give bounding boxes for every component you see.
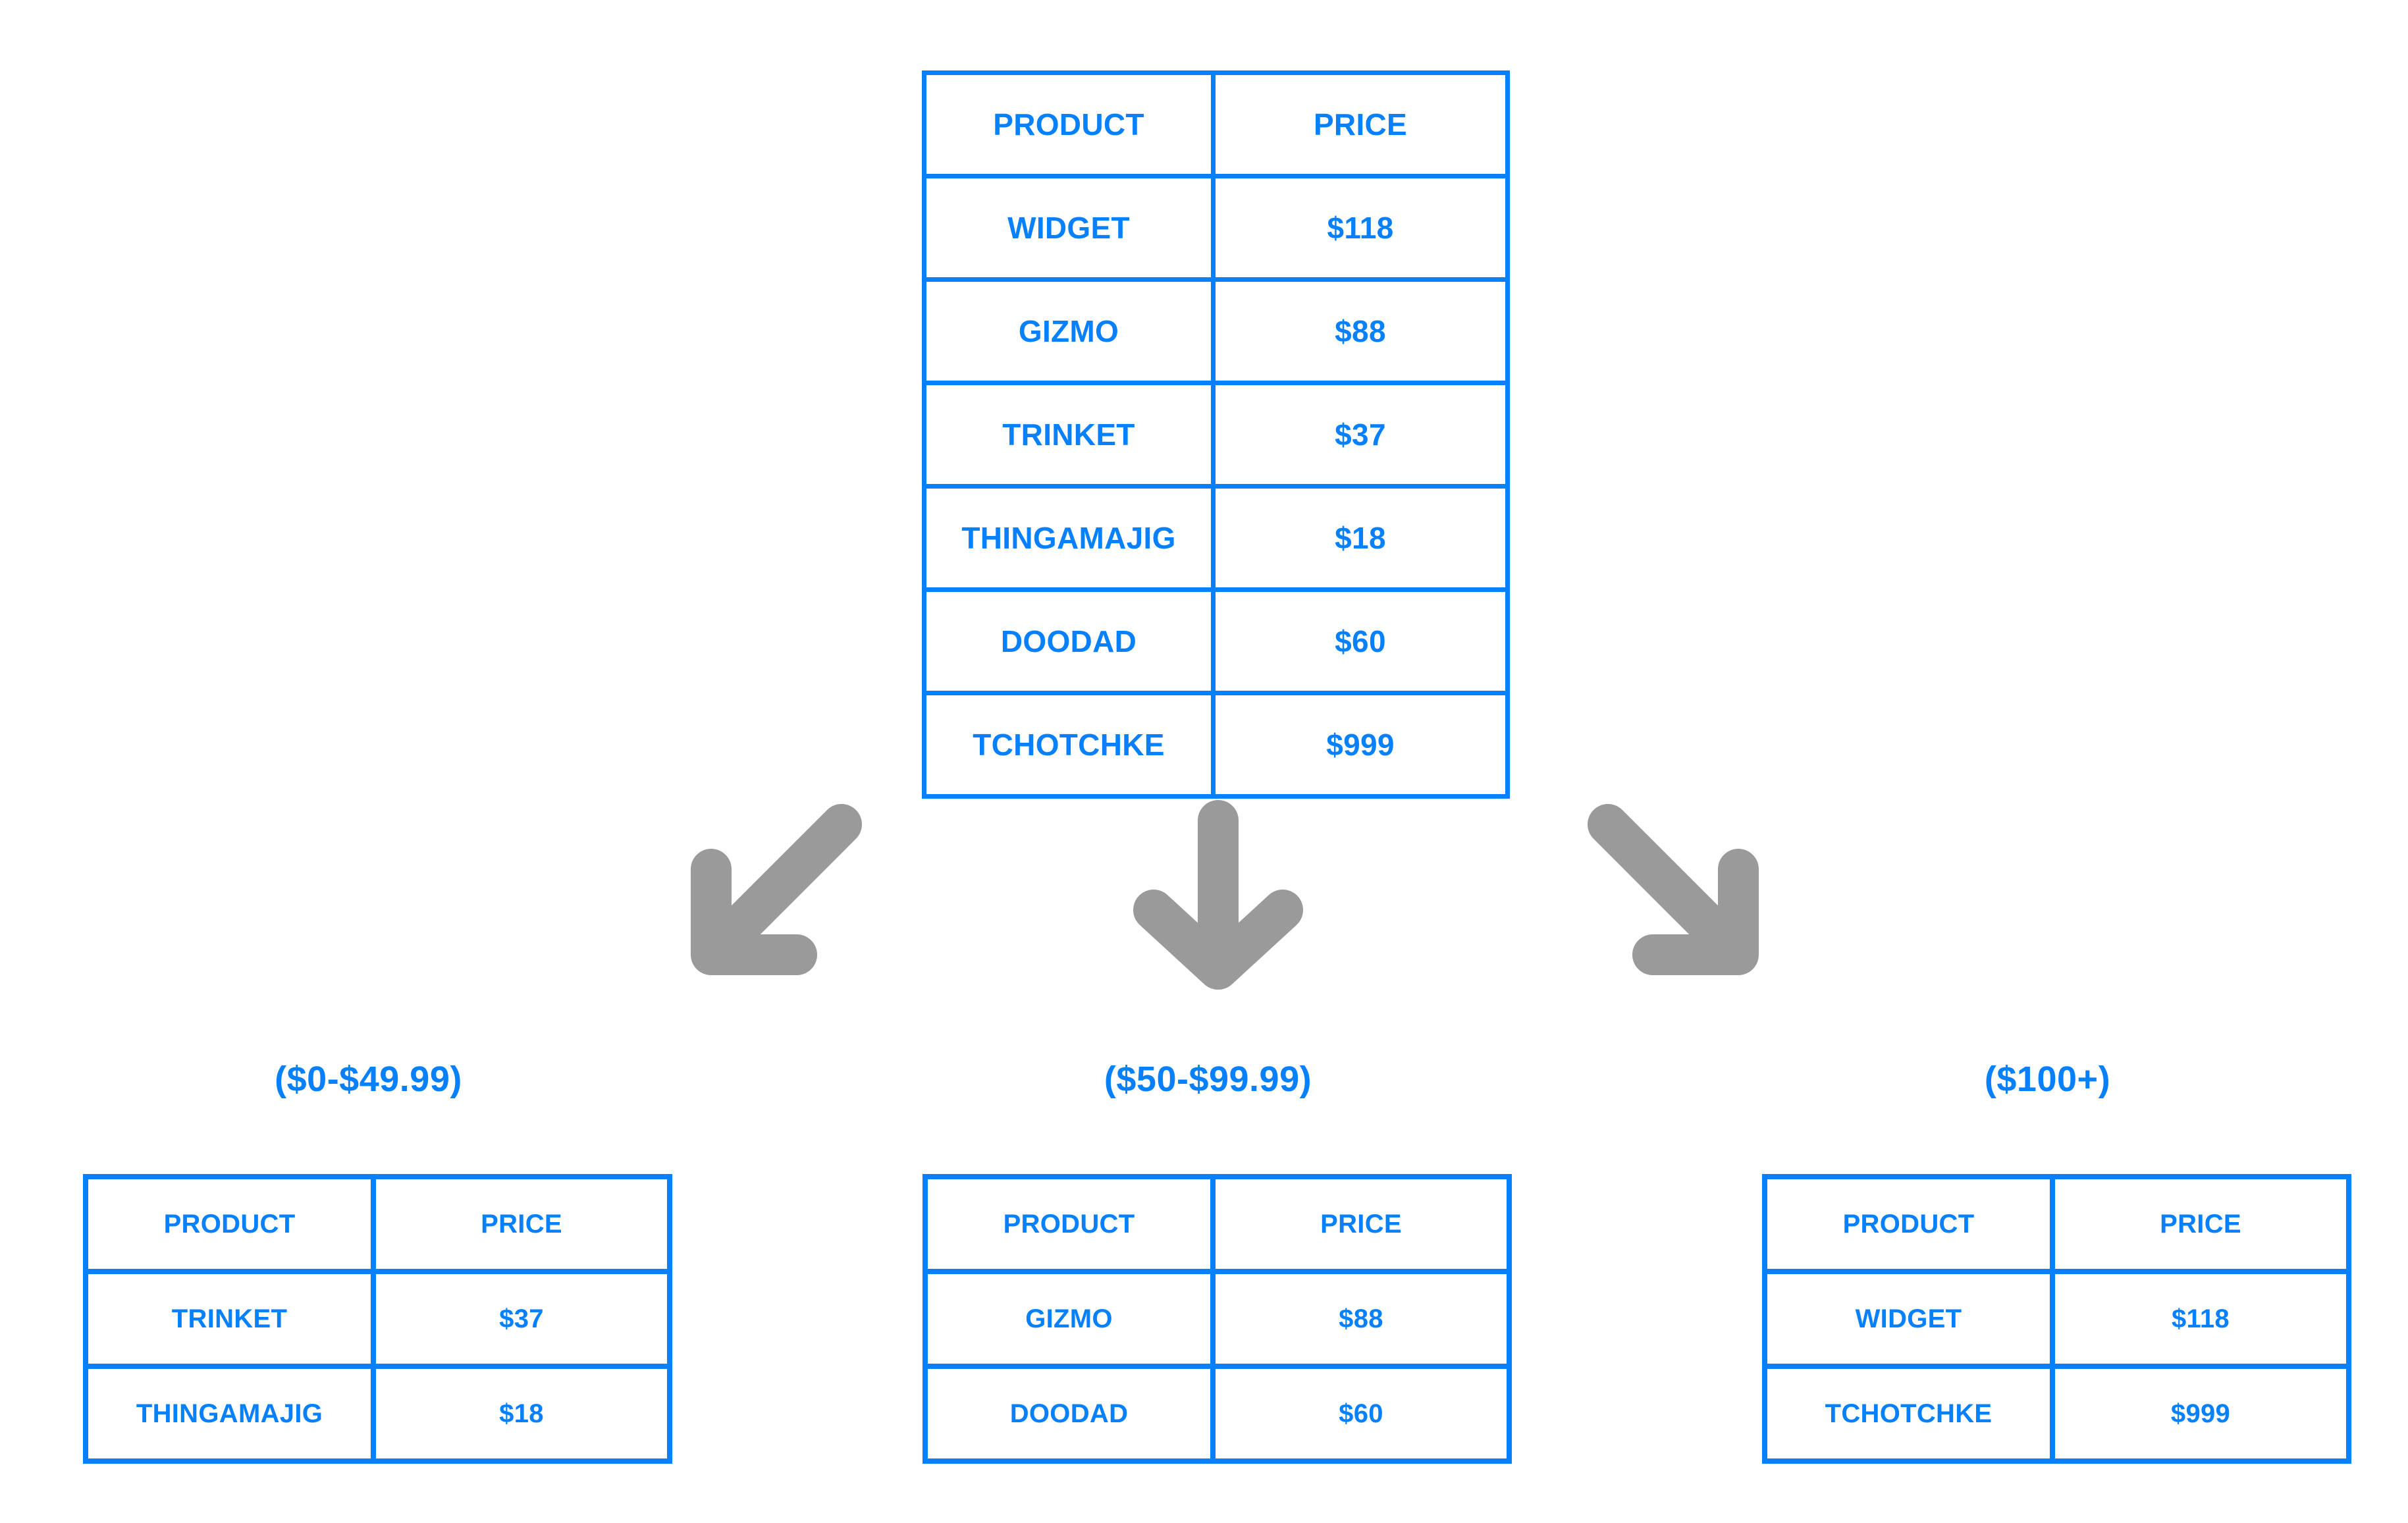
column-header-price: PRICE (1211, 70, 1510, 178)
cell-product: GIZMO (923, 1269, 1216, 1369)
cell-product: TRINKET (83, 1269, 376, 1369)
cell-price: $60 (1211, 587, 1510, 695)
cell-product: THINGAMAJIG (83, 1364, 376, 1464)
table-row: TCHOTCHKE $999 (1762, 1364, 2351, 1464)
cell-product: GIZMO (922, 277, 1216, 385)
table-row: TCHOTCHKE $999 (922, 691, 1510, 799)
bucket-label-high: ($100+) (1984, 1059, 2111, 1099)
arrow-down-icon (1133, 800, 1303, 990)
cell-price: $118 (2050, 1269, 2351, 1369)
table-row: DOODAD $60 (923, 1364, 1512, 1464)
bucket-label-low: ($0-$49.99) (275, 1059, 462, 1099)
table-row: WIDGET $118 (1762, 1269, 2351, 1369)
column-header-product: PRODUCT (922, 70, 1216, 178)
table-row: THINGAMAJIG $18 (83, 1364, 672, 1464)
cell-price: $999 (1211, 691, 1510, 799)
cell-product: DOODAD (922, 587, 1216, 695)
bucket-table-mid: PRODUCT PRICE GIZMO $88 DOODAD $60 (923, 1174, 1512, 1464)
column-header-product: PRODUCT (923, 1174, 1216, 1274)
cell-price: $88 (1211, 277, 1510, 385)
cell-price: $18 (1211, 484, 1510, 592)
column-header-product: PRODUCT (1762, 1174, 2055, 1274)
column-header-price: PRICE (371, 1174, 672, 1274)
cell-price: $60 (1210, 1364, 1512, 1464)
column-header-product: PRODUCT (83, 1174, 376, 1274)
bucket-table-low: PRODUCT PRICE TRINKET $37 THINGAMAJIG $1… (83, 1174, 672, 1464)
table-row: DOODAD $60 (922, 587, 1510, 695)
table-row: GIZMO $88 (923, 1269, 1512, 1369)
cell-price: $999 (2050, 1364, 2351, 1464)
column-header-price: PRICE (1210, 1174, 1512, 1274)
cell-product: TRINKET (922, 381, 1216, 489)
cell-price: $37 (371, 1269, 672, 1369)
bucket-label-mid: ($50-$99.99) (1104, 1059, 1312, 1099)
arrow-down-left-icon (691, 804, 862, 975)
table-row: TRINKET $37 (83, 1269, 672, 1369)
table-row: GIZMO $88 (922, 277, 1510, 385)
cell-price: $37 (1211, 381, 1510, 489)
table-header-row: PRODUCT PRICE (1762, 1174, 2351, 1274)
cell-product: TCHOTCHKE (922, 691, 1216, 799)
cell-product: WIDGET (1762, 1269, 2055, 1369)
cell-price: $88 (1210, 1269, 1512, 1369)
table-row: THINGAMAJIG $18 (922, 484, 1510, 592)
cell-product: WIDGET (922, 174, 1216, 282)
cell-price: $118 (1211, 174, 1510, 282)
bucket-table-high: PRODUCT PRICE WIDGET $118 TCHOTCHKE $999 (1762, 1174, 2351, 1464)
table-row: WIDGET $118 (922, 174, 1510, 282)
cell-price: $18 (371, 1364, 672, 1464)
column-header-price: PRICE (2050, 1174, 2351, 1274)
cell-product: TCHOTCHKE (1762, 1364, 2055, 1464)
arrow-down-right-icon (1588, 804, 1759, 975)
table-row: TRINKET $37 (922, 381, 1510, 489)
source-product-price-table: PRODUCT PRICE WIDGET $118 GIZMO $88 TRIN… (922, 70, 1510, 799)
cell-product: DOODAD (923, 1364, 1216, 1464)
table-header-row: PRODUCT PRICE (923, 1174, 1512, 1274)
cell-product: THINGAMAJIG (922, 484, 1216, 592)
table-header-row: PRODUCT PRICE (83, 1174, 672, 1274)
table-header-row: PRODUCT PRICE (922, 70, 1510, 178)
